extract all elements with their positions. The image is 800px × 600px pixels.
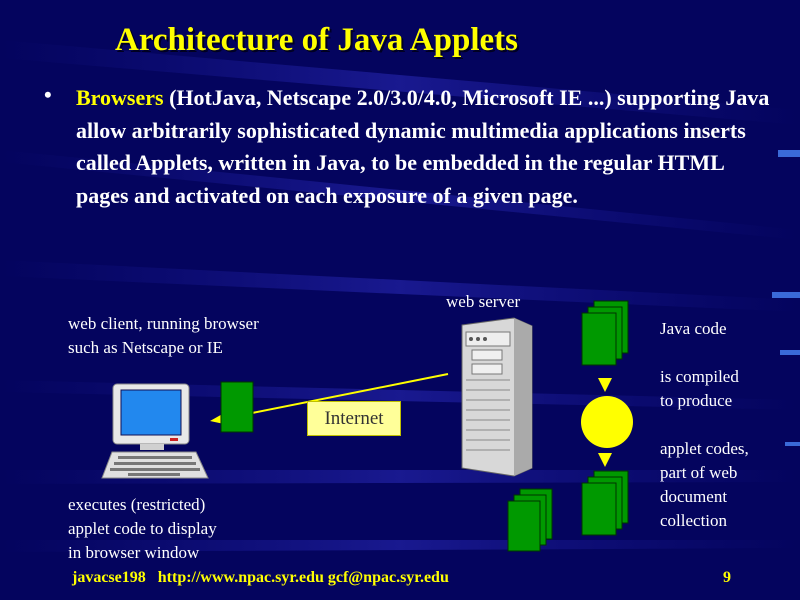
bullet-text: Browsers (HotJava, Netscape 2.0/3.0/4.0,…	[76, 82, 774, 212]
client-label-line: web client, running browser	[68, 314, 259, 333]
page-number: 9	[723, 569, 731, 586]
computer-icon	[101, 383, 209, 479]
server-icon	[461, 317, 533, 477]
web-server-label: web server	[446, 292, 521, 311]
compiled-label: is compiled to produce	[660, 365, 739, 413]
applet-codes-label: applet codes, part of web document colle…	[660, 437, 749, 533]
applet-label-line: collection	[660, 511, 728, 530]
applet-label-line: document	[660, 487, 728, 506]
bullet-point: • Browsers (HotJava, Netscape 2.0/3.0/4.…	[44, 82, 774, 212]
compiled-label-line: is compiled	[660, 367, 739, 386]
bullet-lead: Browsers	[76, 85, 164, 110]
applet-label-line: applet codes,	[660, 439, 749, 458]
compiler-circle	[581, 396, 633, 448]
arrow-down-compile	[598, 378, 612, 392]
edge-highlights	[772, 150, 800, 446]
bullet-body: (HotJava, Netscape 2.0/3.0/4.0, Microsof…	[76, 85, 770, 208]
client-label: web client, running browser such as Nets…	[68, 312, 259, 360]
executes-label-line: in browser window	[68, 543, 200, 562]
bullet-dot: •	[44, 82, 52, 107]
client-applet-box	[220, 381, 254, 433]
arrow-down-output	[598, 453, 612, 467]
internet-label: Internet	[307, 401, 401, 436]
java-code-stack	[581, 300, 629, 366]
applet-label-line: part of web	[660, 463, 738, 482]
java-code-label: Java code	[660, 319, 727, 338]
executes-label-line: executes (restricted)	[68, 495, 206, 514]
executes-label-line: applet code to display	[68, 519, 217, 538]
executes-label: executes (restricted) applet code to dis…	[68, 493, 217, 565]
slide-title: Architecture of Java Applets	[115, 22, 518, 58]
footer-text: javacse198 http://www.npac.syr.edu gcf@n…	[72, 569, 449, 586]
server-applet-stack	[507, 488, 553, 552]
applet-codes-stack	[581, 470, 629, 536]
client-label-line: such as Netscape or IE	[68, 338, 223, 357]
compiled-label-line: to produce	[660, 391, 733, 410]
